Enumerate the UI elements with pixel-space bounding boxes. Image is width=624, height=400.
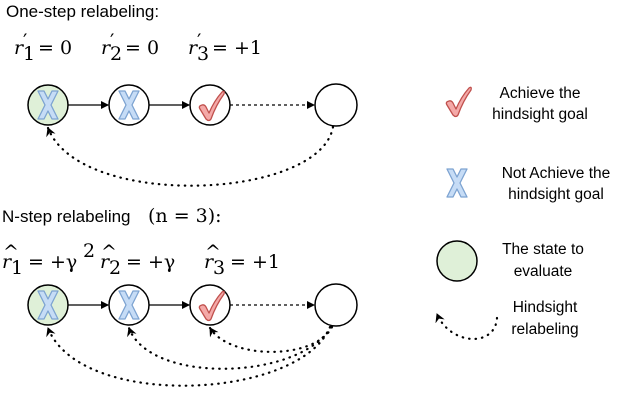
state-circle-icon (436, 240, 478, 282)
reward-symbol: r (204, 251, 215, 273)
reward-subscript: 2 (110, 43, 122, 65)
reward-subscript: 3 (197, 43, 209, 65)
legend-achieve-line2: hindsight goal (492, 106, 588, 123)
one-step-reward-2: r ′ 2 = 0 (101, 30, 159, 65)
hindsight-relabel-arc (208, 325, 334, 353)
one-step-title: One-step relabeling: (6, 2, 159, 21)
reward-value: = 0 (38, 37, 72, 59)
n-step-title: N-step relabeling (n = 3): (2, 205, 222, 227)
legend-relabel-line2: relabeling (511, 321, 578, 338)
reward-symbol: r (188, 37, 199, 59)
legend-not-achieve-line1: Not Achieve the (502, 165, 611, 182)
legend: Achieve the hindsight goal Not Achieve t… (435, 85, 611, 341)
reward-prime: ′ (110, 30, 114, 52)
reward-subscript: 1 (23, 43, 35, 65)
legend-achieve: Achieve the hindsight goal (445, 85, 588, 123)
legend-relabel: Hindsight relabeling (435, 299, 579, 341)
reward-value: = +1 (230, 251, 280, 273)
reward-symbol: r (14, 37, 25, 59)
reward-subscript: 1 (11, 257, 23, 279)
reward-symbol: r (2, 251, 13, 273)
hindsight-relabel-arc (127, 325, 333, 370)
goal-node (314, 283, 358, 327)
reward-hat: ^ (3, 241, 19, 263)
reward-value: = +1 (212, 37, 262, 59)
one-step-chain (27, 83, 358, 187)
n-step-reward-2: r ^ 2 = +γ (100, 241, 175, 279)
hindsight-relabel-arc (46, 325, 332, 387)
reward-value: = 0 (125, 37, 159, 59)
hindsight-relabel-arc (46, 125, 335, 187)
reward-subscript: 2 (109, 257, 121, 279)
legend-state: The state to evaluate (436, 240, 584, 282)
one-step-rewards: r ′ 1 = 0 r ′ 2 = 0 r ′ 3 = +1 (14, 30, 262, 65)
reward-superscript: 2 (83, 240, 95, 262)
goal-node (314, 83, 358, 127)
reward-prime: ′ (197, 30, 201, 52)
n-step-title-text: N-step relabeling (2, 207, 131, 226)
reward-subscript: 3 (213, 257, 225, 279)
reward-hat: ^ (101, 241, 117, 263)
reward-symbol: r (100, 251, 111, 273)
n-step-reward-1: r ^ 1 = +γ 2 (2, 240, 95, 279)
legend-state-line2: evaluate (514, 263, 573, 280)
n-step-n-label: (n = 3): (148, 205, 222, 227)
legend-relabel-line1: Hindsight (513, 299, 578, 316)
legend-state-line1: The state to (502, 241, 584, 258)
legend-not-achieve: Not Achieve the hindsight goal (446, 165, 611, 203)
n-step-chain (27, 283, 358, 387)
one-step-reward-1: r ′ 1 = 0 (14, 30, 72, 65)
legend-achieve-line1: Achieve the (500, 85, 581, 102)
reward-value: = +γ (28, 251, 77, 273)
reward-symbol: r (101, 37, 112, 59)
n-step-reward-3: r ^ 3 = +1 (204, 241, 280, 279)
reward-prime: ′ (23, 30, 27, 52)
reward-hat: ^ (205, 241, 221, 263)
dotted-arrow-icon (435, 312, 499, 341)
reward-value: = +γ (126, 251, 175, 273)
check-icon (445, 86, 472, 118)
cross-icon (446, 168, 468, 198)
legend-not-achieve-line2: hindsight goal (508, 186, 604, 203)
one-step-reward-3: r ′ 3 = +1 (188, 30, 262, 65)
n-step-rewards: r ^ 1 = +γ 2 r ^ 2 = +γ r ^ 3 = +1 (2, 240, 280, 279)
